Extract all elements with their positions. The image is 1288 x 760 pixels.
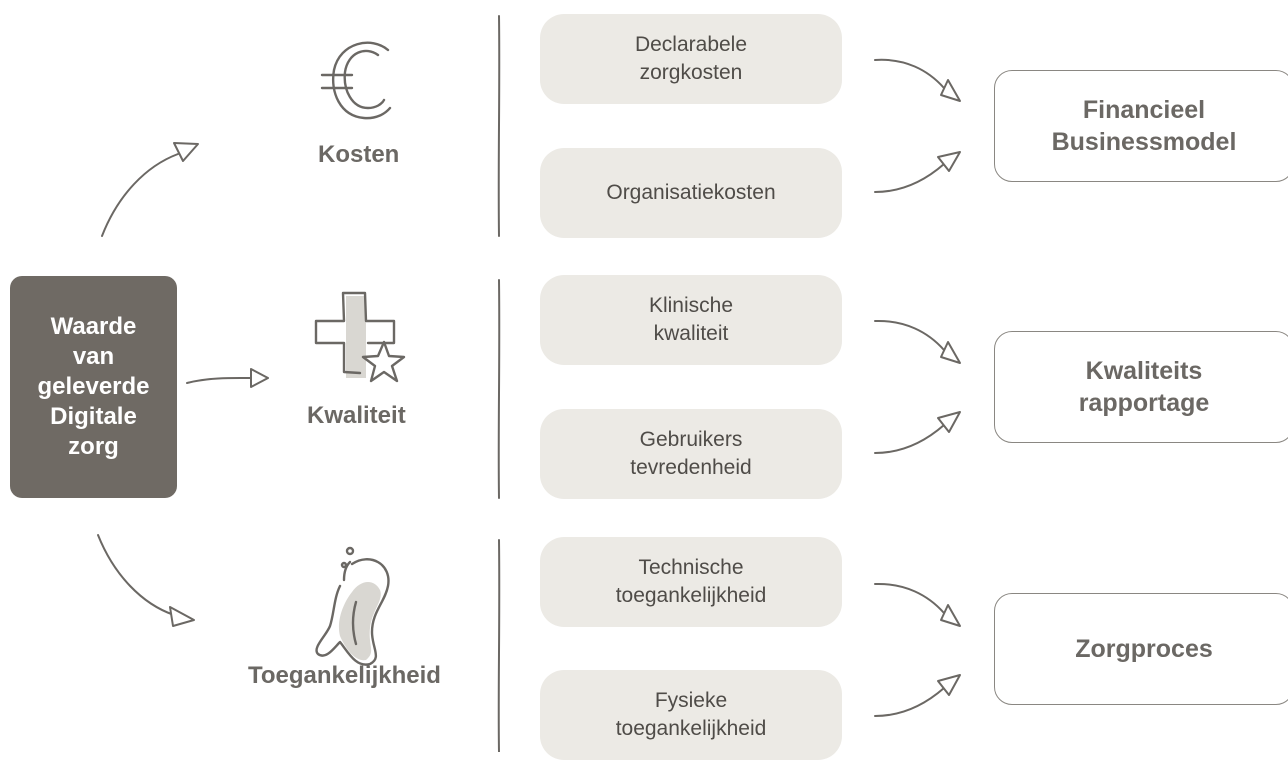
item-line: Fysieke: [654, 689, 728, 712]
main-line: zorg: [68, 433, 119, 460]
item-line: Organisatiekosten: [606, 181, 776, 204]
item-line: toegankelijkheid: [615, 717, 767, 740]
item-line: Gebruikers: [639, 428, 743, 451]
main-line: van: [72, 343, 115, 370]
outcome-line: Kwaliteits: [1085, 357, 1203, 385]
arrow-technische-to-zorgproces: [874, 582, 945, 614]
item-box-gebruikers-tevredenheid: Gebruikers tevredenheid: [540, 409, 842, 499]
divider-kwaliteit: [497, 279, 501, 499]
item-box-klinische-kwaliteit: Klinische kwaliteit: [540, 275, 842, 365]
euro-icon: [320, 41, 392, 120]
outcome-box-financieel-businessmodel: Financieel Businessmodel: [994, 70, 1288, 182]
item-line: zorgkosten: [639, 61, 743, 84]
arrowhead-organisatie-to-financieel: [937, 151, 961, 172]
divider-toegankelijkheid: [497, 539, 501, 752]
item-box-organisatiekosten: Organisatiekosten: [540, 148, 842, 238]
outcome-box-kwaliteits-rapportage: Kwaliteits rapportage: [994, 331, 1288, 443]
arrow-declarabele-to-financieel: [874, 58, 945, 89]
arrowhead-main-to-kosten: [173, 142, 199, 162]
item-box-declarabele-zorgkosten: Declarabele zorgkosten: [540, 14, 842, 104]
item-line: kwaliteit: [653, 322, 729, 345]
main-line: Waarde: [50, 313, 137, 340]
item-line: Technische: [638, 556, 744, 579]
item-box-fysieke-toegankelijkheid: Fysieke toegankelijkheid: [540, 670, 842, 760]
arrow-klinische-to-kwaliteits: [874, 319, 945, 351]
outcome-line: Financieel: [1082, 96, 1206, 124]
arrow-fysieke-to-zorgproces: [874, 687, 945, 717]
category-label-kosten: Kosten: [318, 141, 400, 168]
outcome-box-zorgproces: Zorgproces: [994, 593, 1288, 705]
category-label-toegankelijkheid: Toegankelijkheid: [248, 662, 441, 689]
arrowhead-klinische-to-kwaliteits: [940, 341, 961, 364]
arrowhead-technische-to-zorgproces: [940, 604, 961, 627]
arrow-main-to-toegankelijkheid: [97, 534, 175, 616]
blob-figure-icon: [315, 546, 390, 666]
arrowhead-gebruikers-to-kwaliteits: [937, 411, 961, 433]
main-box-waarde: Waarde van geleverde Digitale zorg: [10, 276, 177, 498]
item-line: toegankelijkheid: [615, 584, 767, 607]
main-box-text: Waarde van geleverde Digitale zorg: [37, 312, 149, 462]
divider-kosten: [497, 15, 501, 237]
arrowhead-declarabele-to-financieel: [940, 79, 961, 102]
arrow-gebruikers-to-kwaliteits: [874, 424, 945, 454]
outcome-line: rapportage: [1078, 389, 1210, 417]
outcome-line: Businessmodel: [1051, 128, 1237, 156]
item-line: Klinische: [648, 294, 734, 317]
arrowhead-main-to-toegankelijkheid: [169, 606, 195, 627]
main-line: geleverde: [37, 373, 150, 400]
category-label-kwaliteit: Kwaliteit: [307, 402, 406, 429]
item-line: Declarabele: [634, 33, 748, 56]
item-box-technische-toegankelijkheid: Technische toegankelijkheid: [540, 537, 842, 627]
arrow-main-to-kwaliteit: [186, 376, 253, 384]
arrowhead-fysieke-to-zorgproces: [937, 674, 961, 696]
arrow-main-to-kosten: [101, 153, 179, 237]
arrow-organisatie-to-financieel: [874, 163, 945, 193]
main-line: Digitale: [50, 403, 137, 430]
outcome-line: Zorgproces: [1075, 635, 1213, 663]
cross-star-icon: [314, 291, 406, 383]
arrowhead-main-to-kwaliteit: [250, 368, 269, 388]
item-line: tevredenheid: [630, 456, 752, 479]
